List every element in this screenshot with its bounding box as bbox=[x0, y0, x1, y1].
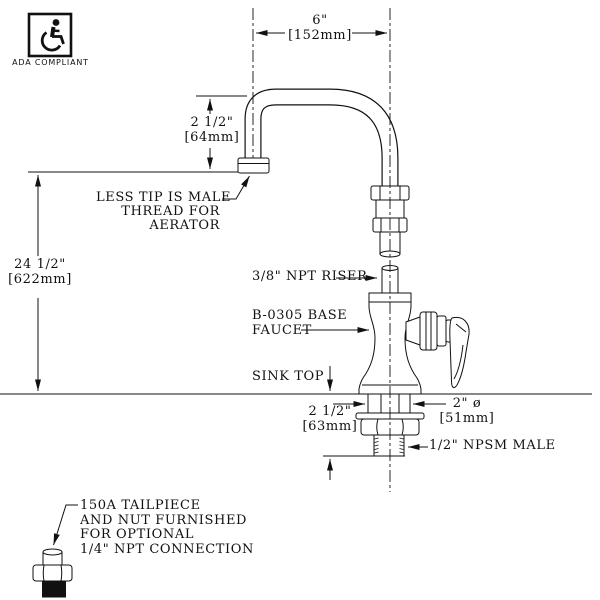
threaded-shank bbox=[373, 434, 405, 457]
ada-compliant-label: ADA COMPLIANT bbox=[12, 58, 89, 67]
dim-shank-length-mm: [63mm] bbox=[302, 418, 358, 434]
base-faucet-label: B-0305 BASE FAUCET bbox=[252, 308, 348, 338]
base-faucet-line1: B-0305 BASE bbox=[252, 308, 348, 323]
base-faucet-line2: FAUCET bbox=[252, 322, 312, 338]
tailpiece-note: 150A TAILPIECE AND NUT FURNISHED FOR OPT… bbox=[80, 498, 254, 557]
dim-spout-height: 2 1/2" [64mm] bbox=[166, 115, 258, 145]
dim-flange-diameter: 2" ø [51mm] bbox=[430, 396, 504, 426]
dimension-lines bbox=[35, 30, 446, 546]
dim-spout-height-mm: [64mm] bbox=[184, 129, 240, 145]
dim-shank-length-inches: 2 1/2" bbox=[308, 404, 352, 419]
dim-overall-height: 24 1/2" [622mm] bbox=[1, 257, 79, 287]
ada-symbol bbox=[27, 12, 73, 58]
aerator-note-line3: AERATOR bbox=[149, 218, 220, 233]
aerator-note-line1: LESS TIP IS MALE bbox=[96, 190, 232, 205]
dim-shank-length: 2 1/2" [63mm] bbox=[287, 404, 373, 434]
dim-spout-reach-inches: 6" bbox=[312, 13, 328, 28]
dim-flange-diameter-mm: [51mm] bbox=[439, 410, 495, 426]
spout bbox=[237, 88, 399, 192]
tailpiece-note-line2: AND NUT FURNISHED bbox=[80, 512, 248, 528]
centerlines bbox=[252, 8, 391, 492]
dim-spout-reach: 6" [152mm] bbox=[253, 13, 387, 43]
tailpiece-note-line1: 150A TAILPIECE bbox=[80, 498, 201, 513]
tailpiece-figure bbox=[32, 548, 73, 598]
dim-overall-height-mm: [622mm] bbox=[8, 271, 72, 287]
tailpiece-leader bbox=[53, 504, 78, 546]
npsm-label: 1/2" NPSM MALE bbox=[429, 438, 556, 453]
tailpiece-note-line3: FOR OPTIONAL bbox=[80, 527, 195, 542]
handle-lever bbox=[449, 316, 470, 389]
wheelchair-icon bbox=[40, 19, 65, 52]
riser-label: 3/8" NPT RISER bbox=[252, 269, 368, 284]
sink-top-label: SINK TOP bbox=[252, 369, 325, 384]
tailpiece-note-line4: 1/4" NPT CONNECTION bbox=[80, 541, 254, 557]
aerator-leader bbox=[222, 175, 250, 200]
spout-tip-aerator bbox=[237, 157, 270, 174]
dim-spout-reach-mm: [152mm] bbox=[288, 27, 352, 43]
aerator-note-line2: THREAD FOR bbox=[121, 204, 220, 219]
shank-assembly bbox=[355, 393, 425, 457]
dim-flange-diameter-inches: 2" ø bbox=[452, 396, 482, 411]
dim-spout-height-inches: 2 1/2" bbox=[190, 115, 234, 130]
aerator-note: LESS TIP IS MALE THREAD FOR AERATOR bbox=[96, 190, 232, 233]
faucet-handle bbox=[405, 311, 470, 389]
dim-overall-height-inches: 24 1/2" bbox=[14, 257, 66, 272]
faucet-body bbox=[358, 292, 422, 395]
